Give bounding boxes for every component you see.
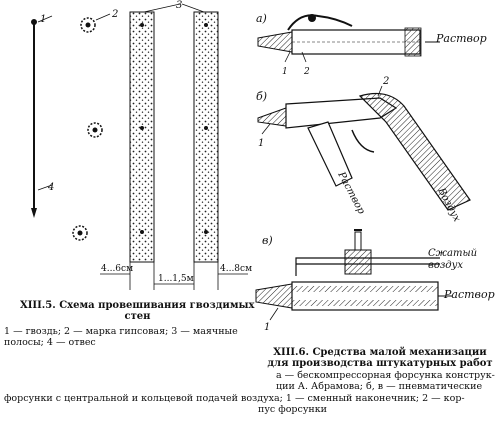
label-b-2: 2 [382, 76, 389, 87]
label-2: 2 [111, 9, 118, 20]
fig1-caption-line1: XIII.5. Схема провешивания гвоздимых [20, 300, 255, 311]
szhaty-line1: Сжатый [428, 248, 477, 259]
fig2-caption: XIII.6. Средства малой механизации для п… [267, 347, 493, 369]
gypsum-marks [72, 13, 111, 241]
beacon-strips [100, 3, 248, 290]
rastvor-label-a: Раствор [435, 32, 487, 45]
label-4: 4 [47, 182, 54, 193]
panel-a-label: а) [256, 12, 267, 25]
label-b-1: 1 [258, 138, 264, 149]
panel-v-label: в) [262, 234, 273, 247]
label-3: 3 [176, 0, 182, 11]
fig2-legend-line1: а — бескомпрессорная форсунка конструк- [276, 370, 495, 381]
nozzle-b [257, 85, 471, 211]
fig1-caption-line2: стен [124, 311, 151, 322]
nozzle-a [257, 14, 440, 63]
fig2-legend-line2: ции А. Абрамова; б, в — пневматические [276, 381, 483, 392]
dim-left: 4...6см [101, 264, 133, 274]
label-v-1: 1 [264, 322, 270, 333]
dim-mid: 1...1,5м [158, 274, 194, 284]
rastvor-label-v: Раствор [443, 288, 495, 301]
label-a-2: 2 [303, 67, 310, 77]
fig2-legend-line4: пус форсунки [258, 404, 328, 415]
szhaty-line2: воздух [428, 260, 463, 271]
fig1-legend: 1 — гвоздь; 2 — марка гипсовая; 3 — маяч… [4, 326, 238, 348]
plumb-line [31, 15, 53, 218]
fig2-legend-line3: форсунки с центральной и кольцевой подач… [4, 393, 465, 404]
label-a-1: 1 [282, 67, 288, 77]
fig1-caption: XIII.5. Схема провешивания гвоздимых сте… [20, 300, 255, 322]
label-1: 1 [40, 14, 46, 25]
nozzle-v [255, 229, 452, 321]
panel-b-label: б) [256, 90, 267, 103]
dim-right: 4...8см [220, 264, 252, 274]
